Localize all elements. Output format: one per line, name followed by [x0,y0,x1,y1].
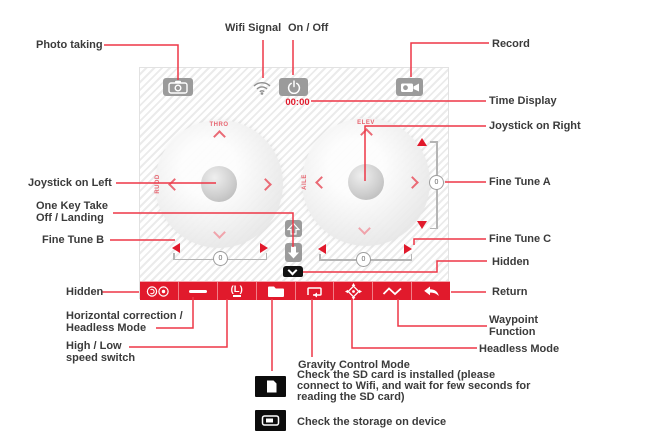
folder-icon [267,286,284,297]
elev-label: ELEV [357,120,375,126]
gravity-control-button[interactable] [294,282,334,300]
fine-tune-b-tick [173,253,175,260]
label-fine-tune-a: Fine Tune A [489,176,551,188]
fine-tune-a-tick [430,141,437,143]
thro-label: THRO [209,122,229,128]
headless-mode-button[interactable] [333,282,372,300]
label-gravity-control-mode: Gravity Control Mode [298,359,410,371]
flip-rect-arrow-icon [307,286,322,297]
fine-tune-b-left-button[interactable] [172,243,180,253]
left-joystick-knob[interactable] [201,166,237,202]
label-horizontal-correction: Horizontal correction /Headless Mode [66,310,183,334]
rudd-label: RUDD [155,174,161,194]
label-joystick-left: Joystick on Left [28,177,112,189]
label-fine-tune-b: Fine Tune B [42,234,105,246]
fine-tune-a-down-button[interactable] [417,221,427,229]
diamond-compass-icon [344,282,362,300]
waypoint-button[interactable] [372,282,411,300]
label-hidden-right: Hidden [492,256,530,268]
hidden-menu-tab[interactable] [283,265,303,277]
zigzag-icon [382,287,402,296]
wifi-indicator [252,79,272,100]
landing-button[interactable] [285,243,302,262]
take-off-button[interactable] [285,220,302,237]
label-photo-taking: Photo taking [36,39,103,51]
power-icon [287,80,300,94]
label-record: Record [492,38,530,50]
fine-tune-c-tick [410,253,412,261]
storage-legend-text: Check the storage on device [297,416,447,428]
sd-card-legend-text: Check the SD card is installed (please c… [297,369,531,403]
fine-tune-c-left-button[interactable] [318,244,326,254]
label-time-display: Time Display [489,95,557,107]
chevron-down-icon [287,265,298,276]
fine-tune-a-tick [430,227,437,229]
down-arrow-icon [288,246,299,259]
speed-switch-button[interactable]: (L) [216,282,256,300]
right-joystick-knob[interactable] [348,164,384,200]
label-wifi-signal: Wifi Signal [225,22,282,34]
up-arrow-icon [287,222,300,235]
speed-switch-icon: (L) [230,284,243,297]
photo-button[interactable] [163,78,193,96]
label-return: Return [492,286,528,298]
fine-tune-a-up-button[interactable] [417,138,427,146]
fine-tune-c-value: 0 [356,252,371,267]
return-button[interactable] [411,282,450,300]
fine-tune-b-tick [265,253,267,260]
hidden-menu-icon [146,285,169,297]
sd-folder-button[interactable] [255,282,295,300]
label-fine-tune-c: Fine Tune C [489,233,552,245]
fine-tune-c-tick [319,253,321,261]
controller-app-screenshot: 00:00 THRO RUDD ELEV AILE 0 [139,67,450,300]
storage-legend-icon [255,410,286,431]
camera-icon [168,80,188,94]
back-arrow-icon [423,286,439,296]
videocam-icon [400,83,419,92]
fine-tune-c-right-button[interactable] [404,244,412,254]
storage-icon [261,415,280,426]
toolbar: (L) [140,281,450,300]
label-hidden-left: Hidden [66,286,104,298]
label-headless-mode: Headless Mode [479,343,560,355]
record-button[interactable] [396,78,423,96]
horizontal-correction-button[interactable] [177,282,217,300]
aile-label: AILE [302,174,308,190]
wifi-icon [253,82,271,95]
sd-card-icon [267,380,277,393]
fine-tune-b-right-button[interactable] [260,243,268,253]
fine-tune-a-value: 0 [429,175,444,190]
time-display: 00:00 [285,97,310,108]
label-on-off: On / Off [288,22,329,34]
fine-tune-b-value: 0 [213,251,228,266]
horizontal-correction-icon [188,289,207,293]
power-button[interactable] [279,78,308,96]
sd-card-legend-icon [255,376,286,397]
label-joystick-right: Joystick on Right [489,120,581,132]
toolbar-hidden-button[interactable] [140,282,178,300]
